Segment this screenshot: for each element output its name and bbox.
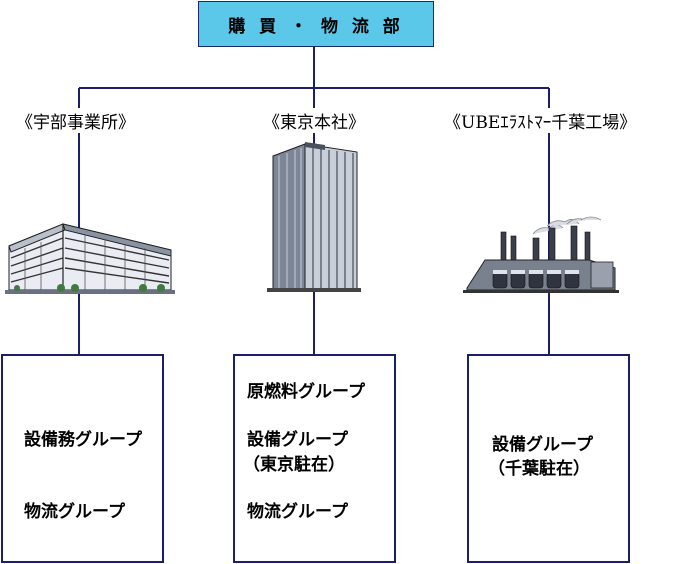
site-label-ube: 《宇部事業所》: [16, 108, 135, 133]
group-box-ube: 設備務グループ 物流グループ: [1, 354, 164, 563]
factory-icon: [463, 216, 619, 293]
group-location-note: （東京駐在）: [243, 455, 345, 475]
group-box-tokyo: 原燃料グループ 設備グループ （東京駐在） 物流グループ: [233, 354, 396, 563]
office-building-icon: [5, 223, 175, 294]
group-label: 物流グループ: [247, 502, 348, 522]
site-label-chiba: 《UBEｴﾗｽﾄﾏｰ千葉工場》: [444, 108, 637, 133]
department-box: 購 買 ・ 物 流 部: [198, 1, 434, 47]
site-label-tokyo: 《東京本社》: [263, 108, 365, 133]
skyscraper-icon: [267, 142, 361, 292]
department-title: 購 買 ・ 物 流 部: [228, 16, 404, 37]
group-label: 設備務グループ: [24, 430, 142, 450]
group-location-note: （千葉駐在）: [488, 459, 590, 479]
group-label: 物流グループ: [24, 502, 125, 522]
group-box-chiba: 設備グループ （千葉駐在）: [467, 354, 630, 563]
group-label: 設備グループ: [492, 435, 593, 455]
group-label: 設備グループ: [247, 430, 348, 450]
group-label: 原燃料グループ: [247, 382, 365, 402]
